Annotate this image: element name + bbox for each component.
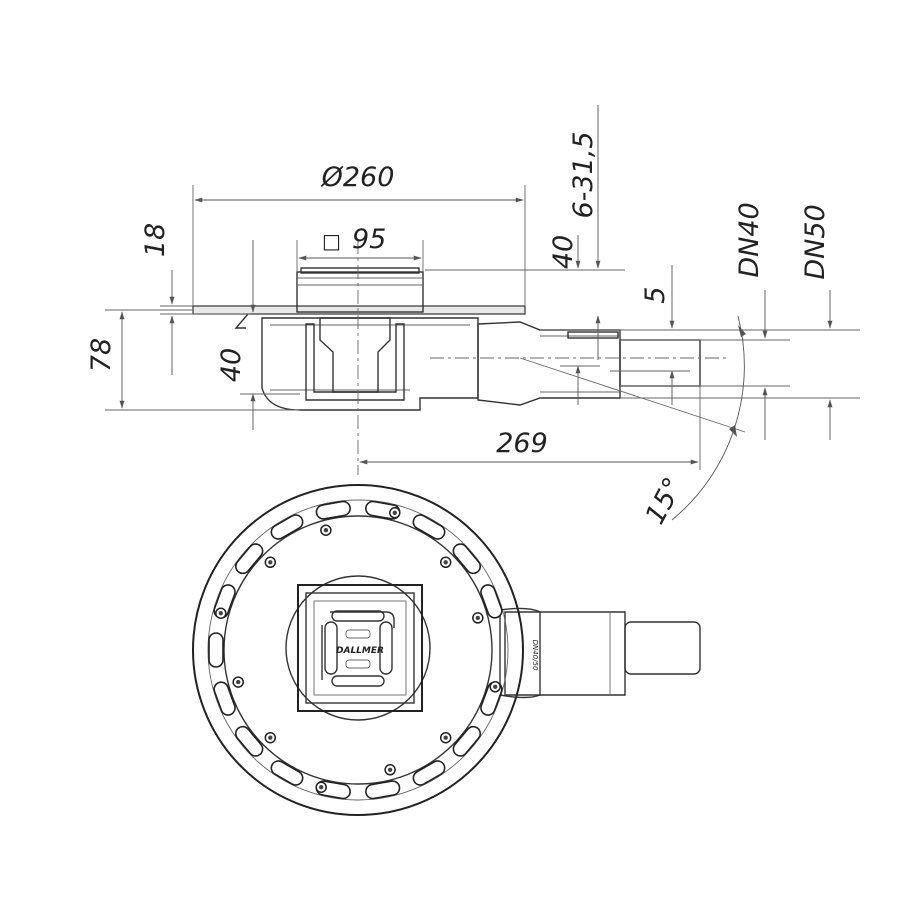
fixing-hole-centre	[392, 510, 397, 515]
flange-slot	[365, 780, 401, 800]
grate	[297, 584, 423, 712]
fixing-hole-centre	[268, 735, 273, 740]
flange-slot	[234, 543, 264, 575]
diameter-label: Ø260	[321, 162, 395, 193]
outlet-pipe-top	[504, 611, 626, 696]
flange-slot	[213, 681, 236, 716]
height-40-right-label: 40	[548, 235, 579, 269]
flange-slot	[315, 500, 351, 520]
flange-slot	[452, 725, 482, 757]
dn50-label: DN50	[800, 204, 831, 279]
grate-label: 95	[352, 224, 386, 255]
flange-ring	[192, 484, 524, 816]
height-18-label: 18	[140, 223, 171, 257]
flange-slot	[452, 543, 482, 575]
angle-label: 15°	[640, 473, 690, 530]
flange-slots	[208, 500, 503, 800]
top-view: DN40/50 DALLMER	[192, 484, 701, 816]
grate-frame	[296, 271, 424, 313]
fixing-hole-centre	[319, 785, 324, 790]
fixing-hole-centre	[236, 679, 241, 685]
flange-plate	[192, 305, 526, 315]
flange-slot	[412, 760, 446, 786]
fixing-hole-centre	[443, 735, 448, 740]
flange-slot	[480, 584, 503, 619]
odour-trap	[305, 323, 405, 401]
grate-prefix: □	[322, 229, 341, 253]
fixing-hole-centre	[443, 560, 448, 565]
flange-slot	[208, 632, 224, 668]
fixing-hole-centre	[387, 767, 393, 772]
drain-body	[261, 317, 479, 411]
fixing-hole-centre	[268, 560, 273, 565]
flange-slot	[270, 514, 304, 540]
flange-slot	[234, 725, 264, 757]
height-40-left-label: 40	[216, 348, 247, 382]
fixing-hole-centre	[218, 611, 223, 616]
length-label: 269	[496, 428, 548, 459]
dn40-label: DN40	[734, 202, 765, 277]
height-78-label: 78	[86, 338, 117, 372]
grate-brand: DALLMER	[336, 646, 384, 656]
outlet-mark: DN40/50	[531, 640, 539, 671]
fixing-hole-centre	[493, 684, 498, 689]
flange-slot	[270, 760, 304, 786]
side-view: Ø260 □ 95 18 78 40 40 6-31,5 5 DN40 DN50…	[86, 105, 860, 529]
range-label: 6-31,5	[568, 131, 599, 218]
flange-slot	[412, 514, 446, 540]
offset-5-label: 5	[640, 286, 671, 303]
fixing-hole-centre	[323, 528, 329, 533]
outlet-pipe	[477, 321, 621, 406]
fixing-hole-centre	[475, 615, 480, 621]
